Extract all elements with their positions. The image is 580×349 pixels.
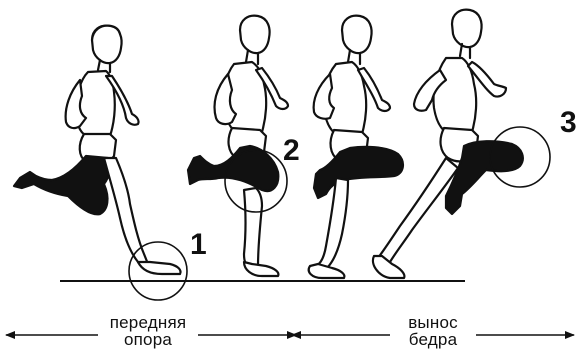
phase-2-caption-line2: бедра bbox=[388, 331, 478, 348]
runner-2-support-leg bbox=[244, 188, 262, 266]
marker-number-3: 3 bbox=[560, 106, 577, 139]
runner-figure-3 bbox=[309, 16, 403, 278]
runner-3-head bbox=[342, 16, 372, 53]
phase-1-caption-line2: опора bbox=[96, 331, 200, 348]
runner-4-head bbox=[452, 10, 482, 47]
runner-figure-4 bbox=[373, 10, 523, 278]
runner-1-rear-leg bbox=[14, 156, 110, 214]
marker-number-2: 2 bbox=[283, 134, 300, 167]
runner-3-foot bbox=[309, 264, 345, 278]
runner-1-support-leg bbox=[104, 158, 148, 266]
phase-2-caption-line1: вынос bbox=[388, 314, 478, 331]
runner-2-foot bbox=[244, 262, 278, 276]
phase-1-caption: передняя опора bbox=[96, 314, 200, 348]
runner-1-foot bbox=[138, 262, 181, 274]
phase-1-caption-line1: передняя bbox=[96, 314, 200, 331]
runner-figure-1 bbox=[14, 26, 181, 274]
runner-3-swing-leg bbox=[314, 147, 403, 198]
phase-2-caption: вынос бедра bbox=[388, 314, 478, 348]
runner-2-head bbox=[240, 16, 270, 53]
marker-number-1: 1 bbox=[190, 228, 207, 261]
